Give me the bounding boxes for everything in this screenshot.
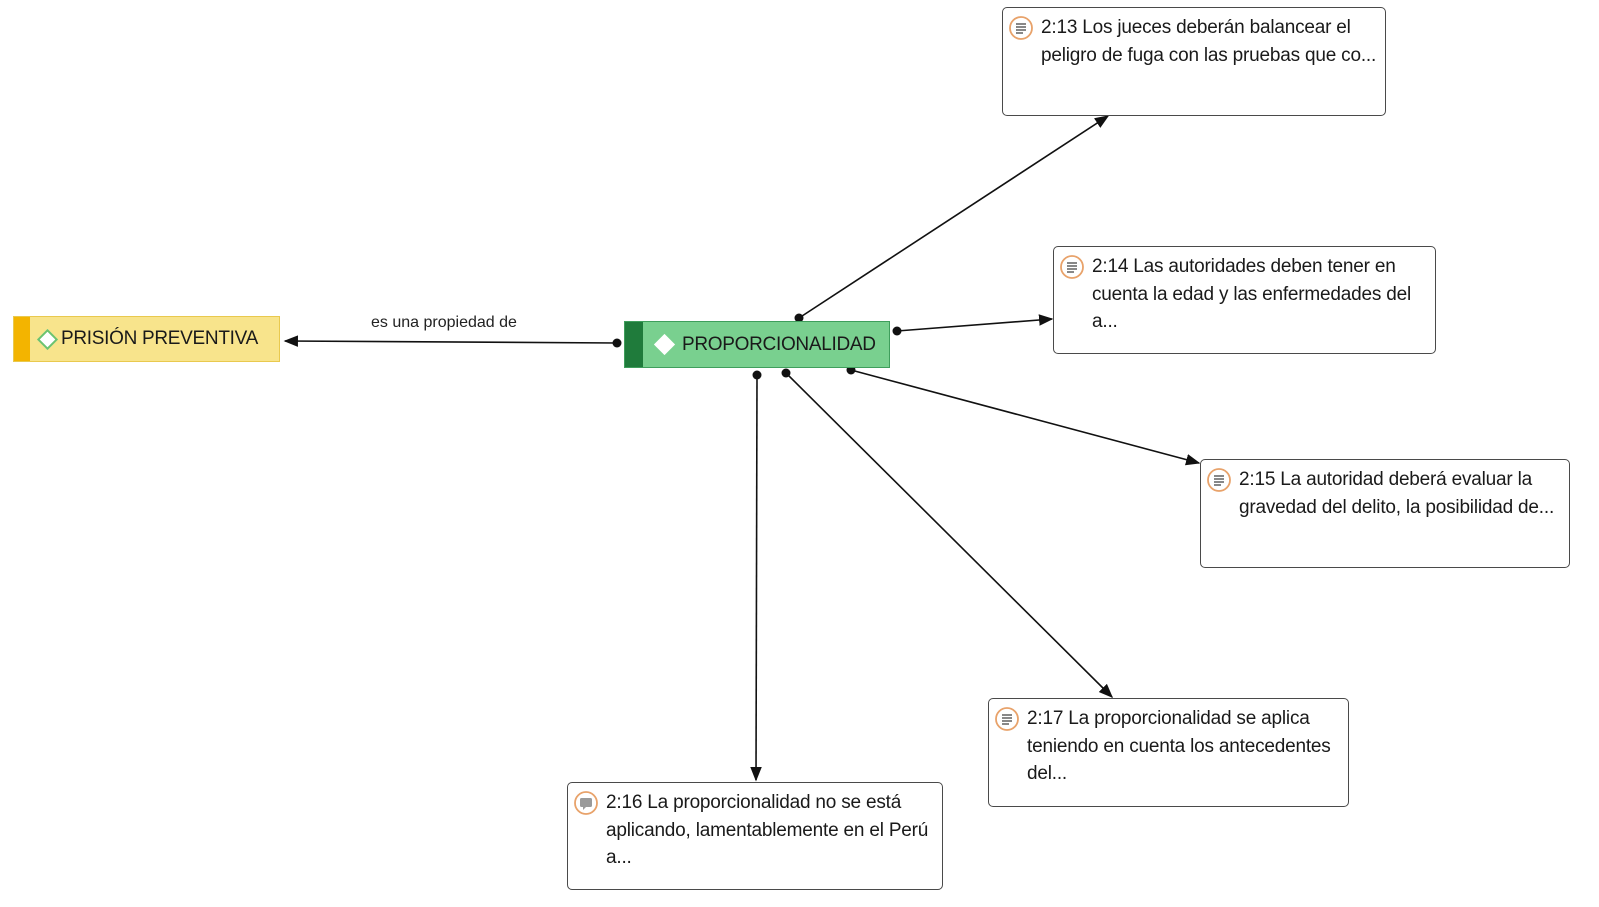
document-quote-icon	[1009, 16, 1033, 40]
code-node-label: PRISIÓN PREVENTIVA	[61, 328, 258, 349]
quote-node-2-15[interactable]: 2:15 La autoridad deberá evaluar la grav…	[1200, 459, 1570, 568]
code-node-proporcionalidad[interactable]: PROPORCIONALIDAD	[624, 321, 890, 368]
code-color-strip	[625, 322, 643, 367]
comment-quote-icon	[574, 791, 598, 815]
link-start-dot	[892, 326, 902, 336]
diamond-icon	[653, 333, 676, 356]
quote-node-2-14[interactable]: 2:14 Las autoridades deben tener en cuen…	[1053, 246, 1436, 354]
link-prop-to-prision	[283, 335, 618, 347]
document-quote-icon	[995, 707, 1019, 731]
quote-text: 2:15 La autoridad deberá evaluar la grav…	[1239, 469, 1555, 518]
quote-text: 2:14 Las autoridades deben tener en cuen…	[1092, 256, 1411, 332]
document-quote-icon	[1060, 255, 1084, 279]
link-prop-to-q216	[750, 374, 762, 782]
code-color-strip	[14, 317, 30, 361]
link-start-dot	[781, 368, 791, 378]
quote-node-2-17[interactable]: 2:17 La proporcionalidad se aplica tenie…	[988, 698, 1349, 807]
link-label-propiedad: es una propiedad de	[371, 314, 517, 331]
link-start-dot	[752, 370, 762, 380]
quote-text: 2:17 La proporcionalidad se aplica tenie…	[1027, 708, 1331, 784]
code-node-label: PROPORCIONALIDAD	[682, 333, 876, 355]
link-start-dot	[794, 313, 804, 323]
quote-text: 2:13 Los jueces deberán balancear el pel…	[1041, 17, 1377, 66]
quote-text: 2:16 La proporcionalidad no se está apli…	[606, 792, 929, 868]
quote-node-2-13[interactable]: 2:13 Los jueces deberán balancear el pel…	[1002, 7, 1386, 116]
document-quote-icon	[1207, 468, 1231, 492]
link-start-dot	[612, 338, 622, 348]
link-prop-to-q213	[798, 115, 1110, 319]
link-prop-to-q217	[785, 372, 1114, 699]
diamond-icon	[36, 328, 59, 350]
link-prop-to-q215	[850, 369, 1201, 466]
quote-node-2-16[interactable]: 2:16 La proporcionalidad no se está apli…	[567, 782, 943, 890]
link-prop-to-q214	[896, 314, 1054, 332]
code-node-prision-preventiva[interactable]: PRISIÓN PREVENTIVA	[13, 316, 280, 362]
